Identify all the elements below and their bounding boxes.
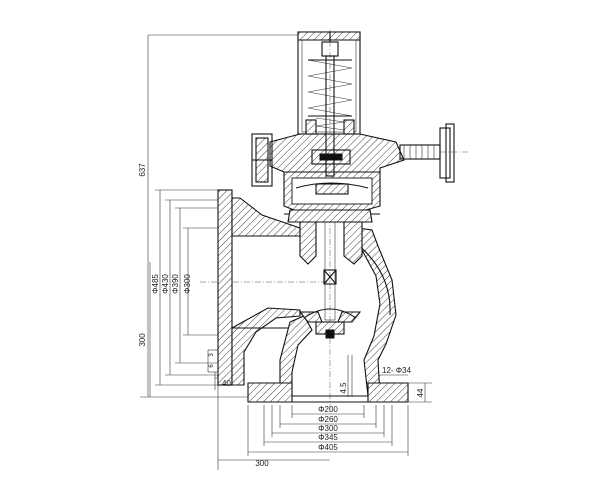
dim-base-300: Φ300 xyxy=(318,424,338,433)
inlet-flange xyxy=(217,189,301,386)
spring-bonnet xyxy=(297,31,361,177)
dim-step-3: 3 xyxy=(209,353,215,357)
dimension-lines xyxy=(140,34,432,470)
diaphragm-chamber xyxy=(283,171,381,223)
dim-flange-430: Φ430 xyxy=(161,274,170,294)
dim-base-260: Φ260 xyxy=(318,415,338,424)
dim-base-405: Φ405 xyxy=(318,443,338,452)
dim-gap-4-5: 4.5 xyxy=(339,382,348,394)
upper-housing xyxy=(251,123,455,187)
dim-flange-485: Φ485 xyxy=(151,274,160,294)
dim-flange-thickness: 40 xyxy=(222,379,231,388)
dim-base-345: Φ345 xyxy=(318,433,338,442)
valve-body xyxy=(279,219,397,397)
dim-bolt-holes: 12- Φ34 xyxy=(382,366,412,375)
dim-base-200: Φ200 xyxy=(318,405,338,414)
dim-inlet-height: 300 xyxy=(138,333,147,347)
dim-outlet-offset: 300 xyxy=(255,459,269,468)
dim-base-thickness: 44 xyxy=(416,388,425,397)
dimension-text: 637 300 Φ485 Φ430 Φ390 Φ300 3 6 40 4.5 1… xyxy=(138,163,425,468)
outlet-base-flange xyxy=(247,382,409,403)
dim-overall-height: 637 xyxy=(138,163,147,177)
dim-flange-390: Φ390 xyxy=(171,274,180,294)
dim-step-6: 6 xyxy=(209,364,215,368)
dim-flange-300: Φ300 xyxy=(183,274,192,294)
